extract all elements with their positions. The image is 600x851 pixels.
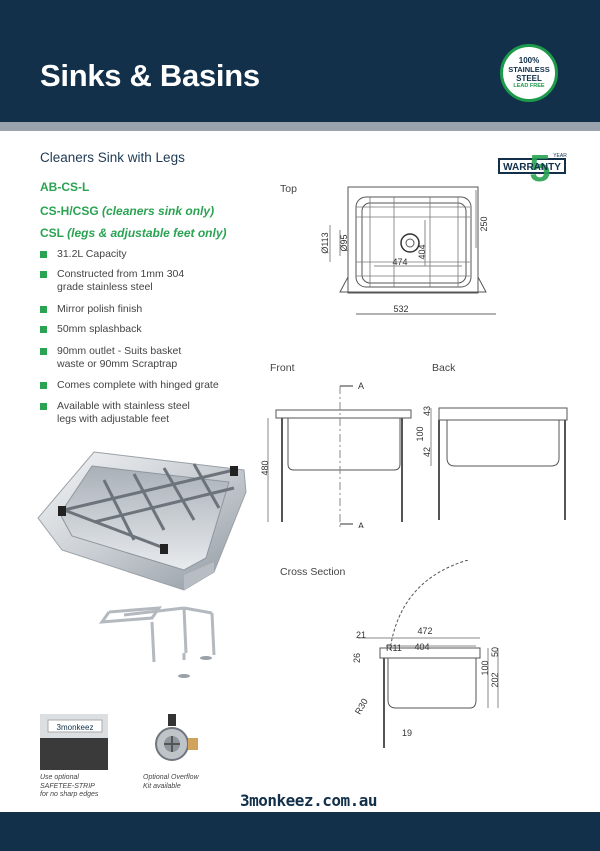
dim-21: 21	[356, 630, 366, 640]
section-a-top: A	[358, 381, 364, 391]
view-label-back: Back	[432, 362, 456, 374]
warranty-label: WARRANTY	[503, 162, 561, 173]
view-label-front: Front	[270, 362, 295, 374]
bullet-icon	[40, 382, 47, 389]
back-view-drawing: 43 100 42	[415, 406, 568, 520]
warranty-number: 5	[529, 148, 550, 187]
dim-d113: Ø113	[320, 232, 330, 253]
page-title: Sinks & Basins	[40, 58, 260, 93]
dim-404: 404	[414, 642, 429, 652]
bullet-icon	[40, 251, 47, 258]
header-banner	[0, 0, 600, 122]
dim-480: 480	[260, 460, 270, 475]
dim-472: 472	[417, 626, 432, 636]
bullet-icon	[40, 306, 47, 313]
safetee-strip-caption: Use optional SAFETEE-STRIP for no sharp …	[40, 774, 99, 798]
header-stripe	[0, 122, 600, 131]
bullet-icon	[40, 271, 47, 278]
warranty-year: YEAR	[553, 153, 567, 159]
dim-d95: Ø95	[339, 234, 349, 251]
badge-line3: STEEL	[516, 74, 542, 83]
website-link[interactable]: 3monkeez.com.au	[240, 791, 378, 810]
dim-404: 404	[417, 244, 427, 259]
dim-26: 26	[352, 653, 362, 663]
view-label-top: Top	[280, 183, 297, 195]
dim-50: 50	[490, 647, 500, 657]
dim-100: 100	[480, 660, 490, 675]
dim-r30: R30	[353, 697, 370, 716]
badge-line1: 100%	[518, 56, 540, 65]
product-code-3: CSL (legs & adjustable feet only)	[40, 226, 227, 240]
product-code-2-main: CS-H/CSG	[40, 204, 99, 218]
view-label-cross-section: Cross Section	[280, 566, 346, 578]
section-a-bottom: A	[358, 521, 364, 528]
dim-532: 532	[393, 304, 408, 314]
overflow-kit-caption: Optional Overflow Kit available	[143, 774, 199, 790]
dim-100: 100	[415, 426, 425, 441]
product-code-2: CS-H/CSG (cleaners sink only)	[40, 204, 214, 218]
badge-line4: LEAD FREE	[513, 83, 545, 89]
product-code-2-note: (cleaners sink only)	[102, 204, 215, 218]
stainless-steel-badge: 100% STAINLESS STEEL LEAD FREE	[500, 44, 558, 102]
top-view-drawing: 250 Ø113 Ø95 474 404 532	[320, 186, 496, 315]
dim-250: 250	[479, 216, 489, 231]
strip-logo-text: 3monkeez	[57, 723, 94, 732]
product-code-1: AB-CS-L	[40, 180, 90, 194]
front-view-drawing: A A 480	[260, 381, 412, 528]
dim-42: 42	[422, 447, 432, 457]
footer-banner	[0, 812, 600, 851]
product-code-3-main: CSL	[40, 226, 64, 240]
warranty-5-year-icon: 5 WARRANTY YEAR	[498, 148, 567, 187]
safetee-strip-image: 3monkeez	[40, 714, 108, 770]
dim-474: 474	[392, 257, 407, 267]
bullet-icon	[40, 326, 47, 333]
overflow-kit-image	[155, 714, 198, 761]
dim-r11: R11	[386, 643, 402, 653]
cross-section-drawing: 472 21 R11 404 26 50 100 202 R30 19	[352, 560, 500, 748]
product-code-3-note: (legs & adjustable feet only)	[67, 226, 227, 240]
dim-202: 202	[490, 672, 500, 687]
dim-43: 43	[422, 406, 432, 416]
product-title: Cleaners Sink with Legs	[40, 150, 185, 165]
sink-product-image	[37, 451, 247, 678]
bullet-icon	[40, 403, 47, 410]
badge-line2: STAINLESS	[508, 65, 550, 74]
dim-19: 19	[402, 728, 412, 738]
bullet-icon	[40, 348, 47, 355]
